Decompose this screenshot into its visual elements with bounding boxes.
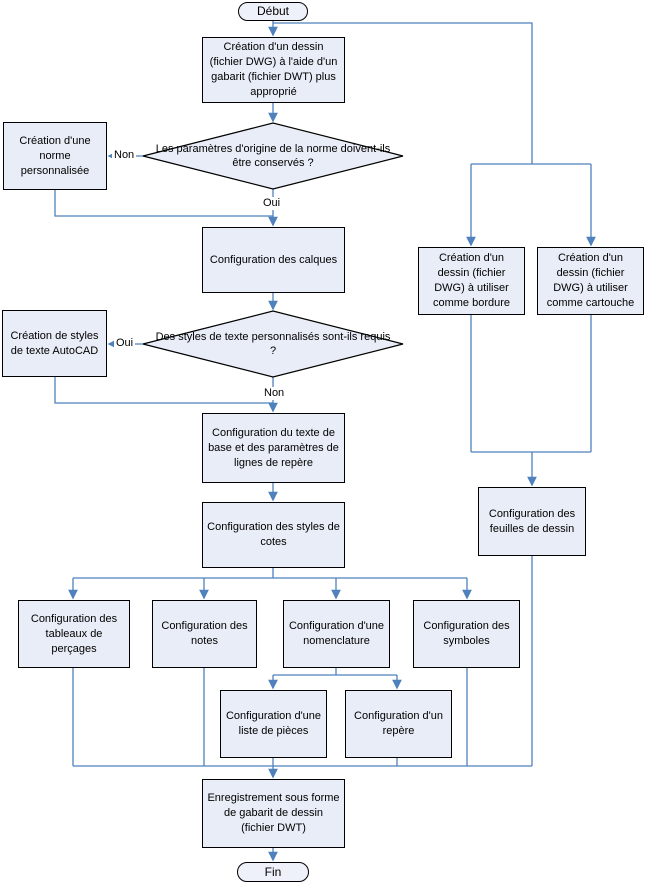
- label-decision1-no: Non: [112, 149, 137, 162]
- node-dim-styles: Configuration des styles de cotes: [202, 502, 345, 568]
- label-decision2-no: Non: [262, 387, 287, 400]
- node-notes: Configuration des notes: [152, 600, 257, 668]
- node-custom-standard: Création d'une norme personnalisée: [3, 122, 107, 190]
- node-symbols: Configuration des symboles: [413, 600, 520, 668]
- node-create-drawing: Création d'un dessin (fichier DWG) à l'a…: [202, 37, 345, 103]
- node-base-text: Configuration du texte de base et des pa…: [202, 413, 345, 483]
- decision-keep-standard-question: Les paramètres d'origine de la norme doi…: [155, 143, 391, 169]
- node-balloon: Configuration d'un repère: [345, 690, 452, 758]
- connector-custom-standard-return: [54, 190, 273, 217]
- decision-custom-text-styles-shape: [142, 310, 404, 378]
- node-autocad-text-styles: Création de styles de texte AutoCAD: [2, 310, 107, 377]
- connector-autocad-styles-return: [54, 377, 273, 404]
- node-hole-tables: Configuration des tableaux de perçages: [18, 600, 130, 668]
- node-parts-list: Configuration d'une liste de pièces: [220, 690, 327, 758]
- node-save-template: Enregistrement sous forme de gabarit de …: [202, 779, 345, 848]
- start-terminator: Début: [238, 2, 308, 21]
- node-layers: Configuration des calques: [202, 227, 345, 293]
- node-bom: Configuration d'une nomenclature: [283, 600, 390, 668]
- connector-start-to-right-branch: [273, 22, 533, 164]
- node-border-drawing: Création d'un dessin (fichier DWG) à uti…: [418, 247, 525, 315]
- end-terminator: Fin: [237, 862, 309, 882]
- label-decision2-yes: Oui: [114, 337, 136, 350]
- decision-custom-text-styles-question: Des styles de texte personnalisés sont-i…: [155, 331, 391, 357]
- decision-keep-standard-shape: [142, 122, 404, 190]
- label-decision1-yes: Oui: [261, 197, 283, 210]
- node-sheets: Configuration des feuilles de dessin: [478, 487, 586, 556]
- node-titleblock-drawing: Création d'un dessin (fichier DWG) à uti…: [537, 247, 644, 315]
